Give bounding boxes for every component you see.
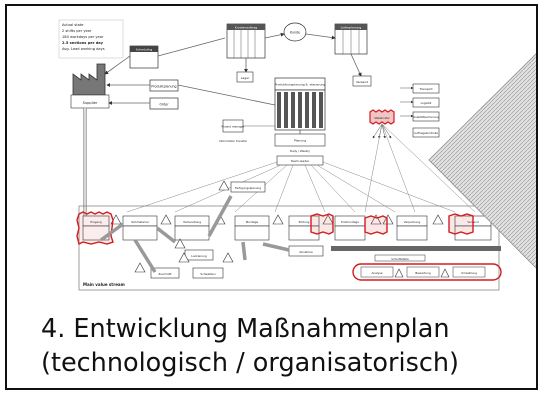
caption-line-1: 4. Entwicklung Maßnahmenplan bbox=[41, 314, 450, 344]
svg-text:Analyse: Analyse bbox=[371, 271, 382, 275]
cloud-label: Kunde bbox=[290, 31, 300, 35]
slide-frame: Actual state 2 shifts per year 180 workd… bbox=[5, 4, 538, 390]
svg-text:Montage: Montage bbox=[246, 220, 258, 224]
stakeholder-highlight: Stakeholder bbox=[369, 109, 395, 139]
value-stream-map: Actual state 2 shifts per year 180 workd… bbox=[58, 19, 536, 291]
center-note: Daily / Weekly bbox=[290, 149, 310, 153]
svg-text:Endmontage: Endmontage bbox=[341, 220, 359, 224]
process-row: Eingang Rohmaterial Vorbereitung Montage bbox=[82, 214, 492, 241]
process-box-4: Montage bbox=[234, 215, 270, 241]
svg-text:Rohmaterial: Rohmaterial bbox=[132, 220, 149, 224]
small-left-label: Lager bbox=[241, 76, 250, 80]
svg-text:Verpackung: Verpackung bbox=[404, 220, 421, 224]
process-box-2: Rohmaterial bbox=[122, 215, 158, 241]
svg-text:Lackierung: Lackierung bbox=[191, 254, 207, 258]
legend-line-4: 2.5 sections per day bbox=[62, 41, 104, 45]
left-boxes: Scheduling Produktplanung Order bbox=[129, 45, 179, 110]
right-stack-1: Transport bbox=[418, 87, 433, 91]
central-system-box: Produktionsplanung & -steuerung Planung bbox=[274, 77, 326, 147]
oval-highlight: Analyse Bewertung Umsetzung bbox=[352, 263, 502, 281]
svg-text:Zuschnitt: Zuschnitt bbox=[158, 272, 172, 276]
oval-caption: Schnittstelle bbox=[391, 257, 409, 261]
lower-steps: Zuschnitt Schweißen Lackierung Abnahme bbox=[99, 195, 324, 279]
order-label: Order bbox=[159, 103, 169, 107]
right-stack-4: Auftragskontrolle bbox=[414, 131, 438, 135]
svg-text:Prüfung: Prüfung bbox=[299, 220, 310, 224]
process-box-1: Eingang bbox=[82, 215, 110, 241]
supplier-factory-icon: Supplier bbox=[70, 63, 110, 109]
svg-text:Abnahme: Abnahme bbox=[299, 250, 313, 254]
upper-step-label: Fertigungsplanung bbox=[235, 186, 261, 190]
left-arrows bbox=[104, 37, 276, 106]
svg-text:Eingang: Eingang bbox=[90, 220, 102, 224]
right-stack: Transport Logistik Qualitätssicherung Au… bbox=[400, 83, 440, 138]
legend-line-5: Avg. Lead working days bbox=[62, 47, 105, 51]
upper-step: Fertigungsplanung bbox=[218, 180, 266, 193]
planning-label: Produktplanung bbox=[151, 85, 176, 89]
manager-area: Project manager Information transfer Dai… bbox=[219, 119, 324, 166]
legend-line-3: 180 workdays per year bbox=[62, 35, 104, 39]
small-right-label: Versand bbox=[356, 80, 368, 84]
process-box-7: Verpackung bbox=[396, 215, 428, 241]
process-box-3: Vorbereitung bbox=[174, 215, 210, 241]
timeline-bar: Schnittstelle bbox=[331, 246, 501, 262]
team-connectors bbox=[126, 123, 476, 213]
svg-text:Bewertung: Bewertung bbox=[415, 271, 430, 275]
central-box-label: Planung bbox=[294, 139, 306, 143]
right-stack-2: Logistik bbox=[421, 101, 432, 105]
manager-box-label: Project manager bbox=[221, 125, 245, 129]
manager-note: Information transfer bbox=[219, 139, 248, 143]
center-right-box-label: Lieferplanung bbox=[341, 26, 362, 30]
top-center-boxes: Kundenauftrag Kunde Lieferplanung Lager bbox=[226, 22, 372, 87]
team-box-label: Team leader bbox=[290, 159, 310, 163]
process-box-6: Endmontage bbox=[334, 215, 366, 241]
customer-cloud-icon bbox=[283, 22, 307, 42]
caption-line-2: (technologisch / organisatorisch) bbox=[41, 348, 459, 378]
legend-block: Actual state 2 shifts per year 180 workd… bbox=[58, 19, 124, 59]
svg-text:Vorbereitung: Vorbereitung bbox=[183, 220, 201, 224]
highlight-box-label: Stakeholder bbox=[374, 116, 390, 120]
right-stack-3: Qualitätssicherung bbox=[413, 115, 440, 119]
stream-label: Main value stream bbox=[83, 282, 125, 287]
scheduling-label: Scheduling bbox=[136, 48, 153, 52]
supplier-label: Supplier bbox=[83, 101, 98, 105]
svg-text:Schweißen: Schweißen bbox=[200, 272, 215, 276]
svg-text:Umsetzung: Umsetzung bbox=[461, 271, 477, 275]
center-left-box-label: Kundenauftrag bbox=[235, 26, 257, 30]
legend-line-2: 2 shifts per year bbox=[62, 29, 92, 33]
page-curl-overlay bbox=[428, 53, 536, 269]
legend-line-1: Actual state bbox=[62, 23, 84, 27]
system-title: Produktionsplanung & -steuerung bbox=[275, 83, 325, 87]
